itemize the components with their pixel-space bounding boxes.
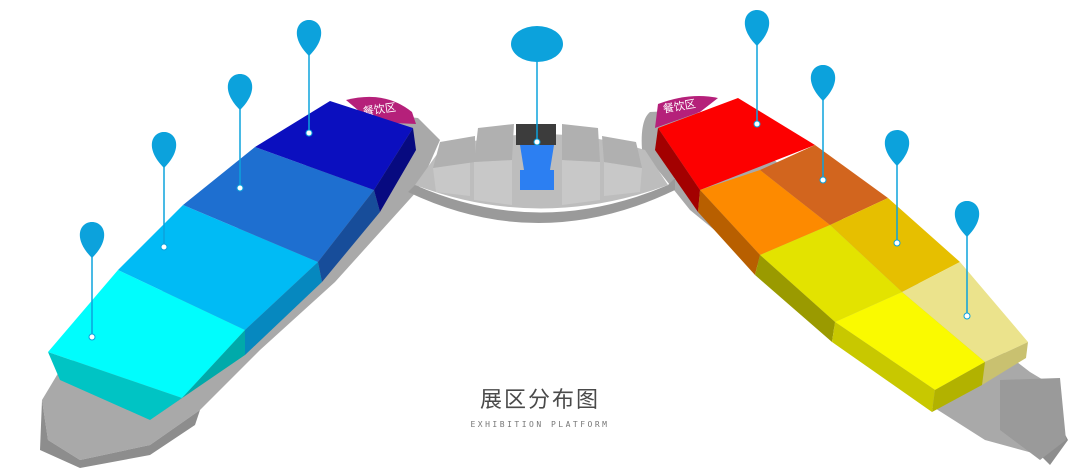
map-title: 展区分布图: [479, 388, 600, 413]
zone-left-2-top: [118, 205, 318, 330]
oval-marker-icon[interactable]: [511, 26, 563, 146]
zone-right-cream-side: [982, 342, 1028, 385]
zone-left-3-top: [183, 147, 374, 262]
zone-left-4-top: [255, 101, 413, 190]
zone-right-yellowdim-top: [760, 225, 902, 322]
map-title-block: 展区分布图 EXHIBITION PLATFORM: [440, 382, 640, 429]
zone-right-red-side: [655, 128, 700, 212]
map-subtitle: EXHIBITION PLATFORM: [470, 420, 610, 429]
left-platform-lip: [40, 400, 200, 468]
map-pin-icon[interactable]: [296, 20, 322, 137]
map-pin-icon[interactable]: [744, 10, 770, 128]
location-pins: [79, 10, 980, 341]
center-structure: [408, 124, 675, 224]
center-booth-r1-top: [562, 124, 600, 162]
zone-left-1-top: [48, 270, 245, 398]
center-booth-l2-top: [474, 124, 514, 162]
right-dining-label: 餐饮区: [662, 96, 697, 116]
map-pin-icon[interactable]: [884, 130, 910, 247]
center-booth-r1: [562, 160, 600, 205]
right-platform: 餐饮区: [641, 96, 1068, 465]
left-dining-label: 餐饮区: [362, 100, 397, 118]
zone-right-yellow-top: [835, 292, 985, 390]
map-pin-icon[interactable]: [151, 132, 177, 251]
zone-left-4-side: [374, 128, 416, 212]
center-booth-l1: [433, 162, 470, 196]
map-pin-icon[interactable]: [227, 74, 253, 192]
map-pin-icon[interactable]: [79, 222, 105, 341]
center-booth-r2-top: [602, 136, 642, 168]
left-dining-area: [346, 96, 416, 124]
center-booth-main: [520, 145, 554, 170]
center-booth-r2: [604, 162, 642, 196]
zone-right-orange-side: [698, 190, 760, 275]
center-booth-l1-top: [433, 136, 475, 168]
map-pin-icon[interactable]: [954, 201, 980, 320]
center-base: [408, 178, 675, 224]
right-platform-end: [1000, 378, 1066, 460]
zone-right-orange-top: [700, 170, 830, 255]
zone-left-1-front: [48, 352, 182, 420]
center-booth-main-front: [520, 170, 554, 190]
right-dining-area: [655, 96, 718, 128]
zone-right-yellowdim-side: [755, 255, 835, 342]
left-platform: 餐饮区: [40, 96, 440, 468]
zone-right-yellow-side: [932, 362, 985, 412]
map-pin-icon[interactable]: [810, 65, 836, 184]
zone-right-rust-top: [760, 145, 888, 225]
zone-right-cream-top: [902, 262, 1028, 362]
center-booth-l2: [474, 160, 512, 205]
zone-left-3-side: [318, 190, 380, 282]
zone-right-yellow-front: [832, 322, 935, 412]
zone-left-2-side: [245, 262, 322, 355]
zone-right-red-top: [658, 98, 815, 190]
center-booth-main-top: [516, 124, 556, 145]
